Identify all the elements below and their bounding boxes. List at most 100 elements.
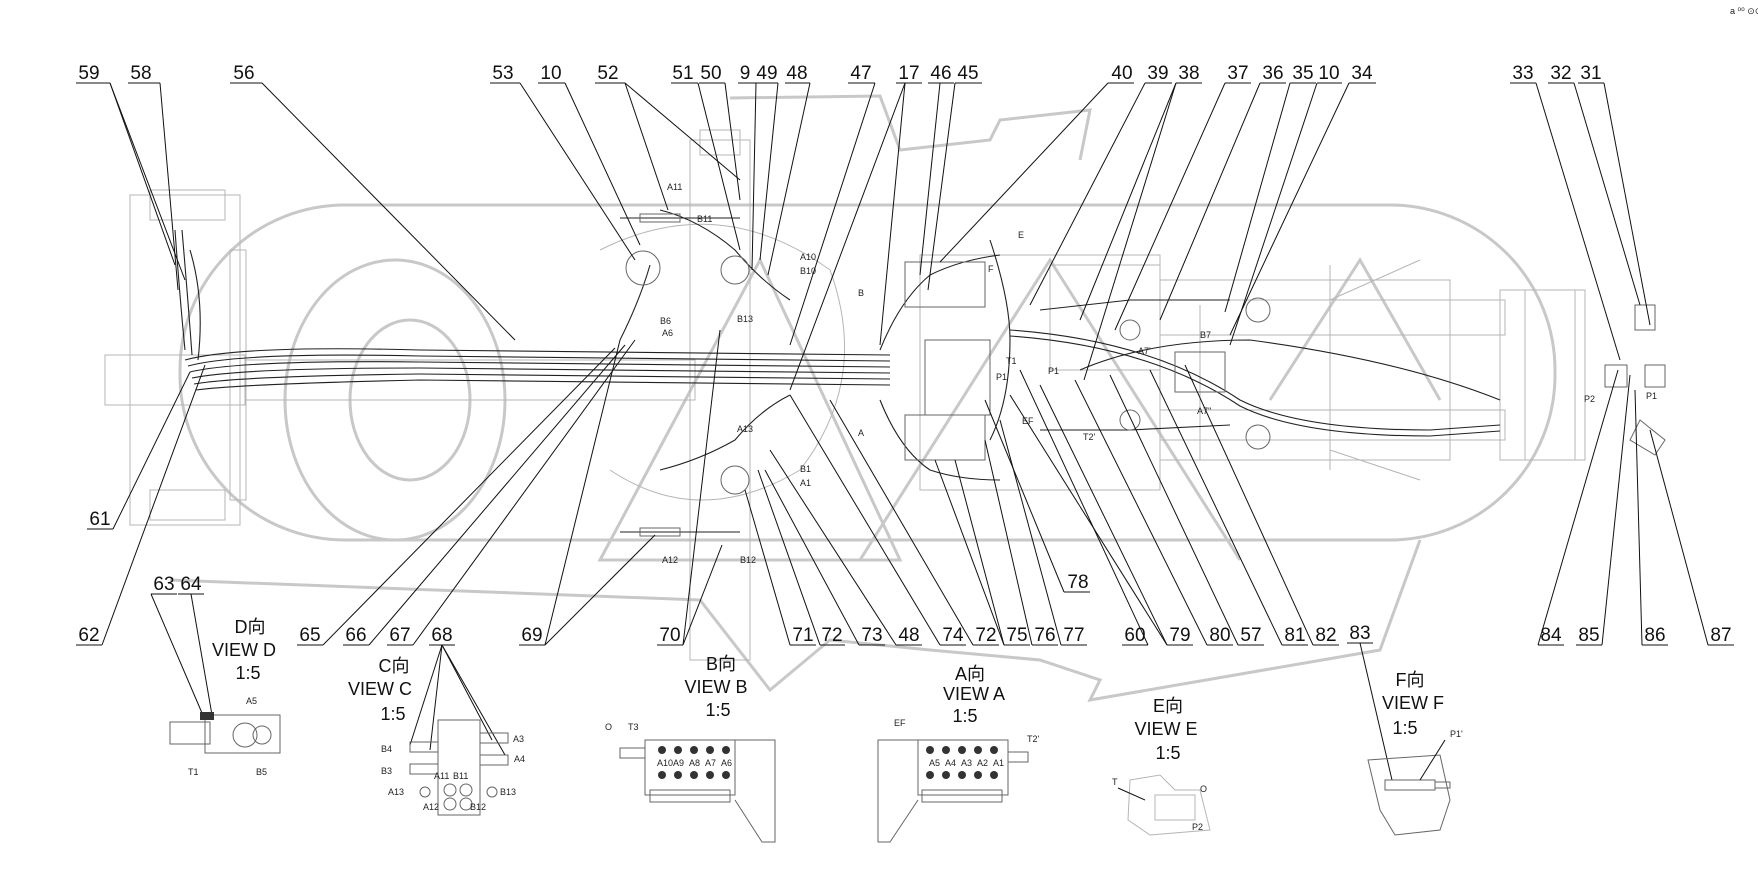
callout-81: 81 <box>1149 369 1308 646</box>
callout-76: 76 <box>984 439 1058 646</box>
callout-77: 77 <box>999 419 1087 646</box>
callout-59: 59 <box>76 63 186 281</box>
port-label: B11 <box>697 214 712 224</box>
callout-47: 47 <box>789 63 876 346</box>
port-label: A5 <box>246 696 257 706</box>
callout-48a: 48 <box>767 63 811 276</box>
callout-72a: 72 <box>757 469 845 646</box>
svg-text:87: 87 <box>1710 625 1731 646</box>
callout-64: 64 <box>178 574 213 716</box>
port-label: A11 <box>434 771 449 781</box>
callout-31: 31 <box>1578 63 1651 326</box>
svg-text:37: 37 <box>1227 63 1248 84</box>
svg-text:53: 53 <box>492 63 513 84</box>
svg-text:78: 78 <box>1067 572 1088 593</box>
callout-39: 39 <box>1029 63 1172 306</box>
callout-53: 53 <box>490 63 636 261</box>
svg-text:39: 39 <box>1147 63 1168 84</box>
port-label: A10 <box>657 758 673 768</box>
svg-text:52: 52 <box>597 63 618 84</box>
port-label: B12 <box>740 555 756 565</box>
callout-84: 84 <box>1537 369 1619 646</box>
svg-text:83: 83 <box>1349 623 1370 644</box>
svg-text:82: 82 <box>1315 625 1336 646</box>
svg-text:79: 79 <box>1169 625 1190 646</box>
port-label: B7 <box>1200 330 1211 340</box>
cylinder-lower <box>720 465 750 495</box>
view-b-scale: 1:5 <box>705 700 730 720</box>
view-c: C向 VIEW C 1:5 B4 B3 A11 B11 A3 A4 A13 A1… <box>348 656 525 816</box>
svg-text:72: 72 <box>821 625 842 646</box>
callout-80: 80 <box>1074 379 1233 646</box>
port-label: EF <box>894 718 906 728</box>
cylinder-upper <box>720 255 750 285</box>
svg-text:38: 38 <box>1178 63 1199 84</box>
view-d-scale: 1:5 <box>235 663 260 683</box>
port-label: A4 <box>514 754 525 764</box>
callout-35: 35 <box>1224 63 1316 313</box>
port-label: A3 <box>961 758 972 768</box>
port-label: T1 <box>1006 356 1017 366</box>
callout-62: 62 <box>76 364 206 646</box>
svg-text:76: 76 <box>1034 625 1055 646</box>
callout-57: 57 <box>1109 374 1264 646</box>
callout-45: 45 <box>927 63 982 291</box>
callout-74: 74 <box>789 394 966 646</box>
callout-17: 17 <box>789 63 922 391</box>
port-label: B3 <box>381 766 392 776</box>
callout-66: 66 <box>343 344 626 646</box>
callout-40: 40 <box>939 63 1134 263</box>
svg-text:84: 84 <box>1540 625 1562 646</box>
port-label: B1 <box>800 464 811 474</box>
port-label: B <box>858 288 864 298</box>
port-label: A6 <box>721 758 732 768</box>
callout-49: 49 <box>756 63 779 261</box>
port-label: A1 <box>993 758 1004 768</box>
svg-text:51: 51 <box>672 63 693 84</box>
callout-85: 85 <box>1576 374 1631 646</box>
svg-text:75: 75 <box>1006 625 1027 646</box>
callout-37: 37 <box>1114 63 1251 331</box>
callout-52: 52 <box>595 63 741 211</box>
callouts-top: 59 58 56 53 10 52 51 50 9 49 48 47 17 46… <box>76 63 1651 391</box>
svg-text:17: 17 <box>898 63 919 84</box>
view-f-title: VIEW F <box>1382 693 1444 713</box>
svg-text:34: 34 <box>1351 63 1373 84</box>
svg-text:31: 31 <box>1580 63 1601 84</box>
port-label: A2 <box>977 758 988 768</box>
port-label: T <box>1112 777 1118 787</box>
port-label: A12 <box>662 555 678 565</box>
svg-text:50: 50 <box>700 63 721 84</box>
tank-block <box>1174 351 1226 393</box>
svg-text:58: 58 <box>130 63 151 84</box>
port-label: F <box>988 264 994 274</box>
svg-text:86: 86 <box>1644 625 1665 646</box>
svg-text:45: 45 <box>957 63 978 84</box>
callout-46: 46 <box>919 63 954 276</box>
svg-text:40: 40 <box>1111 63 1132 84</box>
svg-text:32: 32 <box>1550 63 1571 84</box>
callout-83: 83 <box>1347 623 1393 781</box>
view-f: F向 VIEW F 1:5 P1' <box>1367 670 1463 836</box>
port-label: B13 <box>737 314 753 324</box>
callout-67: 67 <box>387 339 636 646</box>
svg-text:59: 59 <box>78 63 99 84</box>
port-label: P2 <box>1584 394 1595 404</box>
view-d-title: VIEW D <box>212 640 276 660</box>
svg-text:10: 10 <box>1318 63 1339 84</box>
wheel-cyl-upper <box>1245 297 1271 323</box>
svg-text:80: 80 <box>1209 625 1230 646</box>
svg-text:60: 60 <box>1124 625 1145 646</box>
svg-text:46: 46 <box>930 63 951 84</box>
svg-text:62: 62 <box>78 625 99 646</box>
svg-text:72: 72 <box>975 625 996 646</box>
port-label: B11 <box>453 771 468 781</box>
callout-72b: 72 <box>829 399 999 646</box>
port-label: P2 <box>1192 822 1203 832</box>
callout-32: 32 <box>1548 63 1641 306</box>
svg-text:64: 64 <box>180 574 202 595</box>
svg-text:77: 77 <box>1063 625 1084 646</box>
swivel-upper <box>625 250 661 286</box>
port-label: A6 <box>662 328 673 338</box>
